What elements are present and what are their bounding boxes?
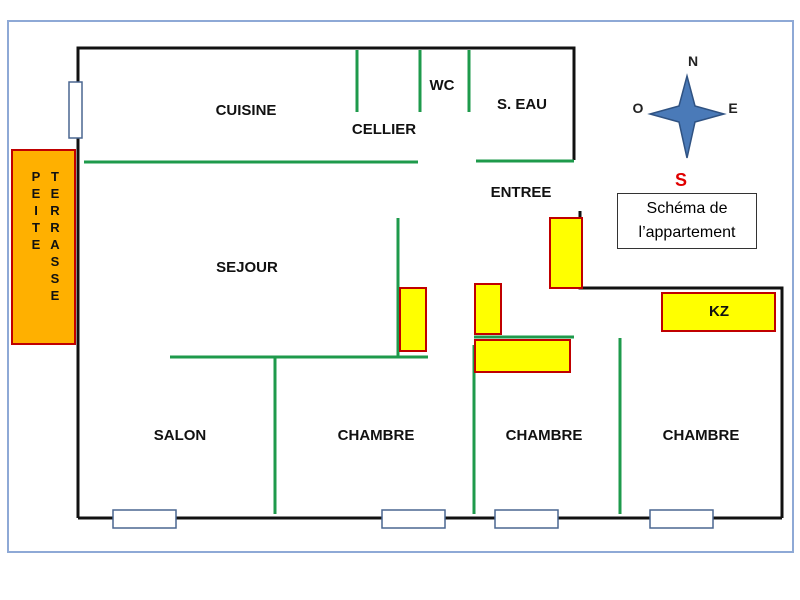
- terrace-letter-l1: P: [32, 169, 41, 184]
- closet-entree: [549, 217, 583, 289]
- closet-chambre-small: [474, 283, 502, 335]
- compass-west: O: [633, 100, 644, 116]
- closet-sejour: [399, 287, 427, 352]
- closet-kz: [661, 292, 776, 332]
- compass: N O E S: [633, 53, 738, 190]
- room-label-cuisine: CUISINE: [216, 102, 277, 119]
- window-chambre-1: [381, 509, 446, 529]
- terrace-letter-l4: T: [32, 220, 40, 235]
- terrace-letter-r4: R: [50, 220, 60, 235]
- compass-star-icon: [647, 73, 727, 159]
- terrace-letter-l5: E: [32, 237, 41, 252]
- terrace-letter-l2: E: [32, 186, 41, 201]
- terrace-letter-r8: E: [51, 288, 60, 303]
- window-chambre-2: [494, 509, 559, 529]
- terrace-letter-r2: E: [51, 186, 60, 201]
- room-label-kz: KZ: [709, 303, 729, 320]
- closet-chambre-wide: [474, 339, 571, 373]
- wall-right-step: [578, 211, 784, 518]
- terrace-letter-l3: I: [34, 203, 38, 218]
- terrace-label: P E I T E T E R R A S S E: [32, 169, 61, 303]
- legend-box: Schéma de l’appartement: [617, 193, 757, 249]
- room-label-salon: SALON: [154, 427, 207, 444]
- furniture: [399, 217, 776, 373]
- room-label-s-eau: S. EAU: [497, 96, 547, 113]
- window-salon: [112, 509, 177, 529]
- room-label-entree: ENTREE: [491, 184, 552, 201]
- room-labels: CUISINE CELLIER WC S. EAU ENTREE SEJOUR …: [154, 77, 740, 444]
- room-label-wc: WC: [430, 77, 455, 94]
- terrace-letter-r6: S: [51, 254, 60, 269]
- room-label-chambre-3: CHAMBRE: [663, 427, 740, 444]
- room-label-cellier: CELLIER: [352, 121, 416, 138]
- compass-north: N: [688, 53, 698, 69]
- room-label-sejour: SEJOUR: [216, 259, 278, 276]
- partitions: [84, 50, 622, 514]
- terrace-letter-r1: T: [51, 169, 59, 184]
- legend-line-2: l’appartement: [638, 224, 736, 241]
- room-label-chambre-2: CHAMBRE: [506, 427, 583, 444]
- terrace-letter-r7: S: [51, 271, 60, 286]
- compass-south: S: [675, 170, 687, 190]
- windows: [68, 81, 714, 529]
- terrace-block: [11, 149, 76, 345]
- window-left: [68, 81, 83, 139]
- legend-line-1: Schéma de: [646, 200, 728, 217]
- terrace-letter-r5: A: [50, 237, 60, 252]
- compass-east: E: [728, 100, 737, 116]
- terrace-letter-r3: R: [50, 203, 60, 218]
- window-chambre-3: [649, 509, 714, 529]
- room-label-chambre-1: CHAMBRE: [338, 427, 415, 444]
